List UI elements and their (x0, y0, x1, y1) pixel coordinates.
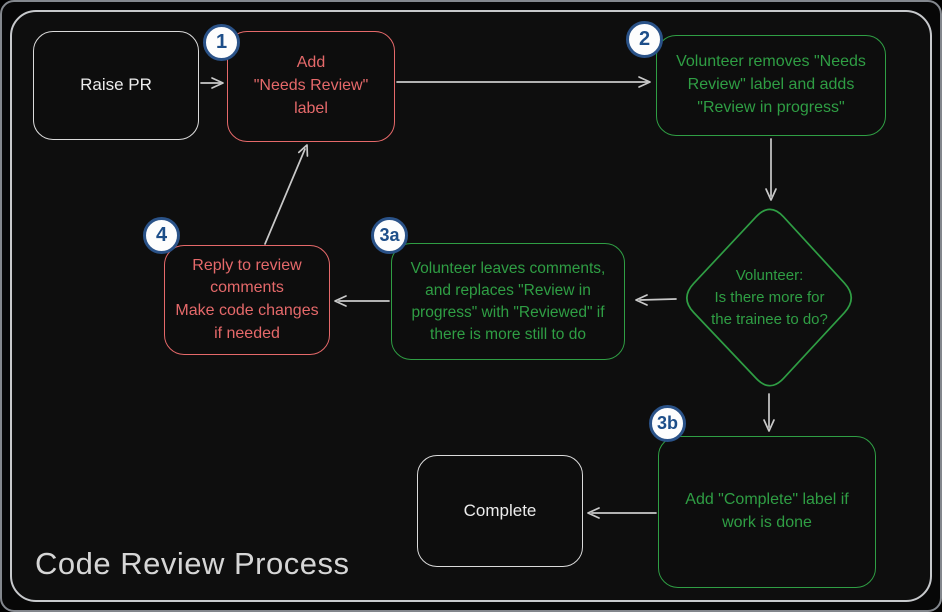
arrowhead-3b-to-complete (587, 507, 600, 519)
arrow-4-to-1 (264, 148, 306, 245)
node-volunteer-removes-label: Volunteer removes "Needs Review" label a… (656, 35, 886, 136)
arrowhead-1-to-2 (638, 76, 651, 88)
arrowhead-decision-to-3b (763, 419, 775, 432)
arrow-decision-to-3a (639, 298, 677, 301)
step-badge-4: 4 (143, 217, 180, 254)
node-add-complete-label: Add "Complete" label if work is done (658, 436, 876, 588)
decision-is-more-to-do: Volunteer: Is there more for the trainee… (689, 253, 850, 343)
step-badge-3a: 3a (371, 217, 408, 254)
node-label: Add "Complete" label if work is done (685, 491, 849, 531)
node-label: Volunteer: Is there more for the trainee… (711, 267, 828, 328)
node-label: Complete (463, 500, 537, 520)
node-add-needs-review-label: Add "Needs Review" label (227, 31, 395, 142)
node-label: Raise PR (80, 75, 152, 95)
step-badge-1: 1 (203, 24, 240, 61)
node-reply-to-review-comments: Reply to review comments Make code chang… (164, 245, 330, 355)
node-label: Volunteer leaves comments, and replaces … (410, 259, 606, 343)
step-badge-2: 2 (626, 21, 663, 58)
canvas-frame (10, 10, 932, 602)
node-label: Reply to review comments Make code chang… (175, 256, 319, 342)
arrowhead-decision-to-3a (635, 294, 648, 306)
node-label: Add "Needs Review" label (253, 54, 369, 117)
node-raise-pr: Raise PR (33, 31, 199, 140)
arrowhead-raisepr-to-1 (211, 77, 224, 89)
diagram-title: Code Review Process (35, 546, 350, 581)
node-label: Volunteer removes "Needs Review" label a… (676, 53, 866, 116)
arrowhead-4-to-1 (297, 144, 309, 157)
arrowhead-2-to-decision (765, 188, 777, 201)
node-volunteer-leaves-comments: Volunteer leaves comments, and replaces … (391, 243, 625, 360)
arrowhead-3a-to-4 (334, 295, 347, 307)
decision-diamond-outline (686, 208, 853, 387)
step-badge-3b: 3b (649, 405, 686, 442)
node-complete: Complete (417, 455, 583, 567)
